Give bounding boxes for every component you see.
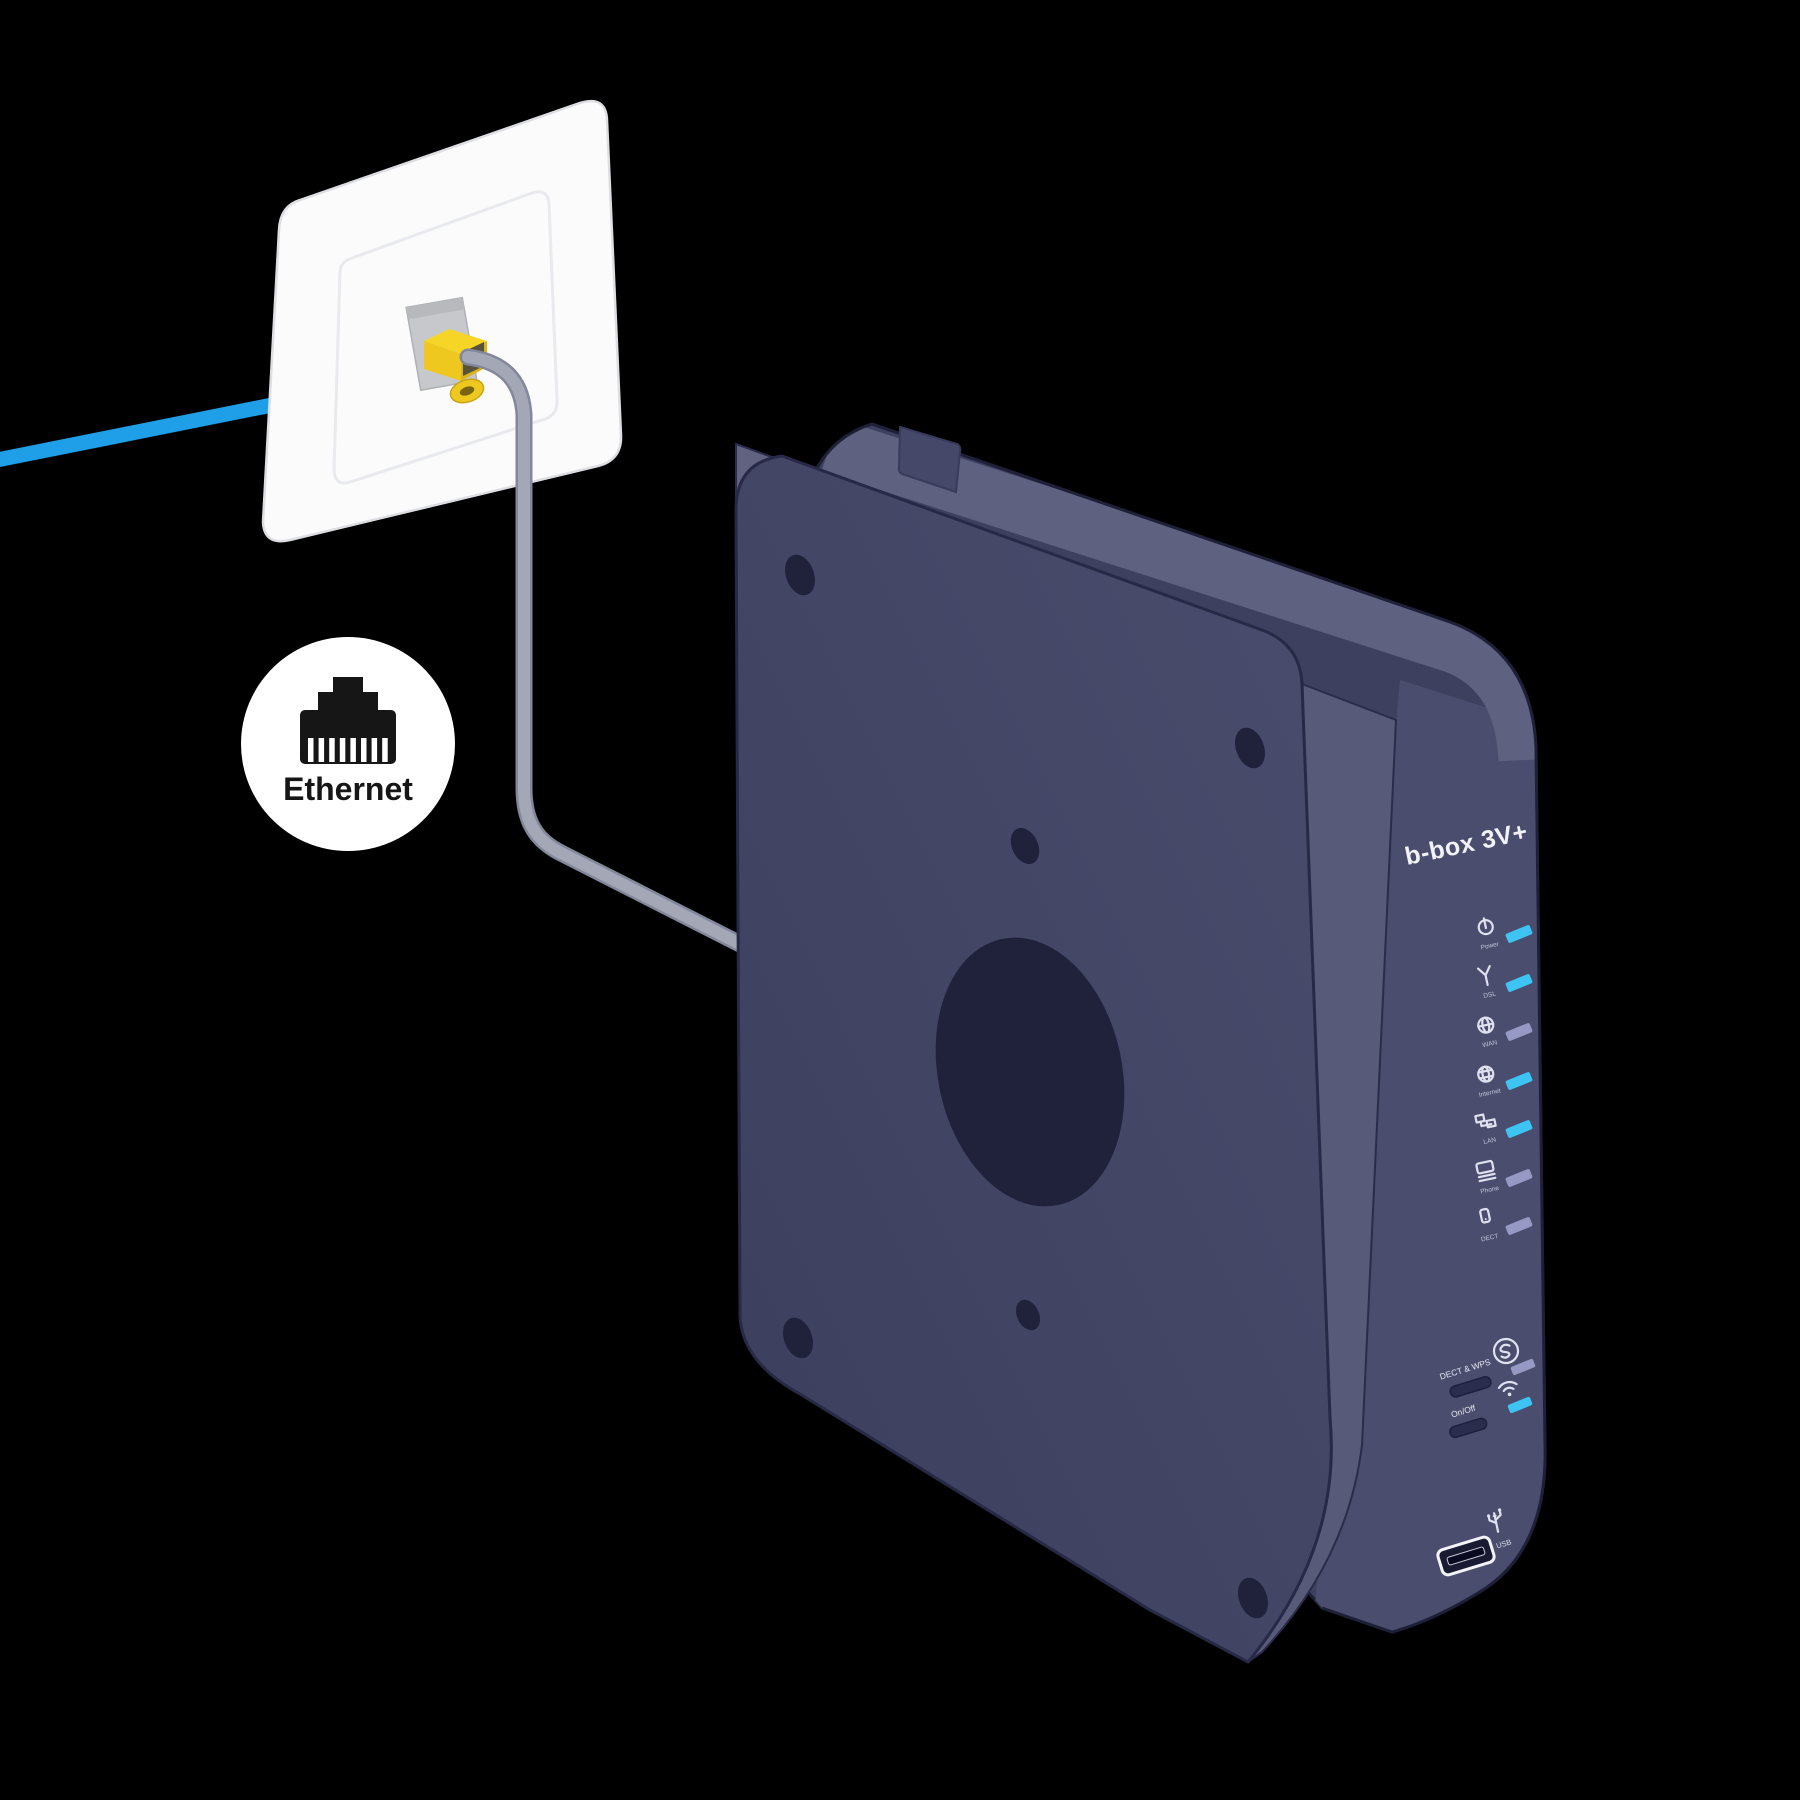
led-power bbox=[1505, 925, 1533, 943]
dect-wps-button bbox=[1449, 1376, 1492, 1398]
usb-port: USB bbox=[1436, 1535, 1513, 1577]
screw-hole-top-right bbox=[1235, 727, 1265, 769]
phone-icon bbox=[1475, 1159, 1497, 1183]
wall-socket-inner-line bbox=[332, 190, 559, 485]
led-row-dsl: DSL bbox=[1476, 964, 1497, 1000]
led-wan bbox=[1505, 1023, 1533, 1041]
modem-top-notch bbox=[897, 425, 962, 494]
center-opening bbox=[935, 937, 1125, 1207]
led-row-wan: WAN bbox=[1477, 1016, 1498, 1049]
internet-icon bbox=[1477, 1065, 1495, 1083]
screw-hole-bottom-left bbox=[783, 1317, 813, 1359]
incoming-blue-cable bbox=[0, 395, 284, 468]
modem-top-face bbox=[821, 424, 1546, 762]
led-internet bbox=[1505, 1072, 1533, 1090]
usb-icon bbox=[1486, 1508, 1502, 1533]
dsl-icon bbox=[1476, 964, 1491, 987]
svg-text:DECT: DECT bbox=[1480, 1233, 1499, 1244]
svg-text:LAN: LAN bbox=[1483, 1136, 1497, 1146]
small-hole-bottom bbox=[1015, 1299, 1041, 1331]
usb-port-label: USB bbox=[1495, 1537, 1512, 1550]
svg-text:Phone: Phone bbox=[1480, 1185, 1500, 1196]
lan-icon bbox=[1474, 1113, 1497, 1129]
wifi-icon bbox=[1497, 1380, 1518, 1397]
led-row-phone: Phone bbox=[1475, 1159, 1500, 1196]
svg-text:Internet: Internet bbox=[1478, 1087, 1501, 1098]
svg-text:DSL: DSL bbox=[1483, 990, 1497, 1000]
connector-loop-tab bbox=[449, 378, 485, 404]
screw-hole-bottom-right bbox=[1238, 1577, 1268, 1619]
ethernet-cable bbox=[459, 348, 757, 957]
ethernet-badge-label: Ethernet bbox=[283, 771, 413, 807]
led-wps bbox=[1510, 1358, 1536, 1376]
modem-mounting-plate bbox=[734, 442, 1398, 1664]
led-dect bbox=[1505, 1217, 1533, 1235]
led-row-dect: DECT bbox=[1479, 1207, 1499, 1244]
svg-text:Power: Power bbox=[1480, 941, 1500, 952]
led-dsl bbox=[1505, 974, 1533, 992]
led-wifi bbox=[1507, 1396, 1533, 1414]
screw-hole-top-left bbox=[785, 554, 815, 596]
led-row-internet: Internet bbox=[1477, 1065, 1502, 1099]
onoff-button bbox=[1449, 1417, 1488, 1439]
led-row-lan: LAN bbox=[1474, 1113, 1497, 1146]
svg-text:WAN: WAN bbox=[1482, 1039, 1498, 1049]
wan-icon bbox=[1477, 1016, 1495, 1034]
small-hole-top bbox=[1010, 827, 1040, 865]
power-icon bbox=[1477, 917, 1494, 936]
dect-icon bbox=[1479, 1207, 1491, 1224]
ethernet-port-icon bbox=[300, 677, 396, 764]
ethernet-badge: Ethernet bbox=[241, 637, 455, 851]
led-phone bbox=[1505, 1169, 1533, 1187]
led-row-power: Power bbox=[1477, 917, 1500, 952]
wps-icon bbox=[1492, 1337, 1520, 1365]
led-lan bbox=[1505, 1120, 1533, 1138]
